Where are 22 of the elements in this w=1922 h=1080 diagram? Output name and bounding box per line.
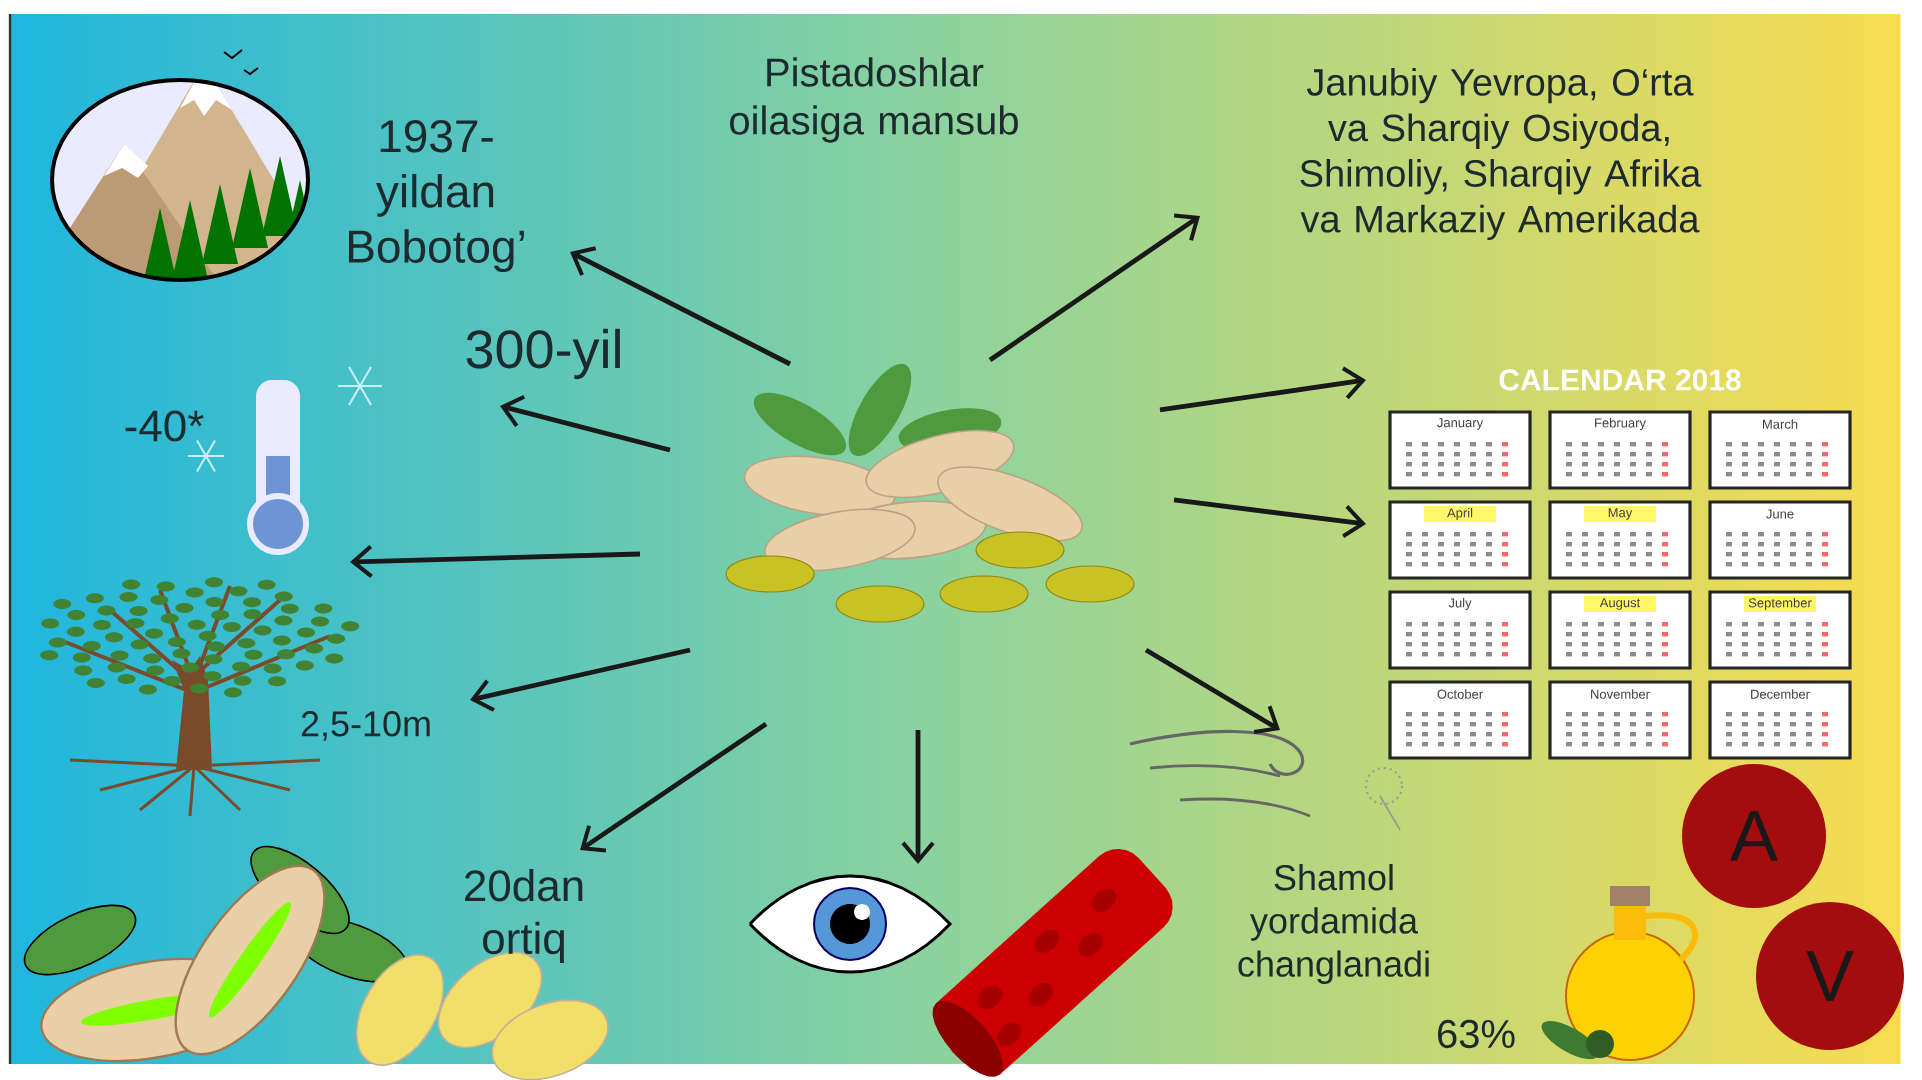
arrow [580, 722, 768, 853]
arrow [350, 544, 641, 578]
fact-text: Shamol yordamida changlanadi [1238, 864, 1429, 984]
heading-text: Pistadoshlar oilasiga mansub [730, 57, 1018, 143]
arrow [988, 213, 1200, 362]
eye-icon [748, 874, 952, 974]
arrow [1159, 366, 1366, 413]
percent-text: 63% [1438, 1019, 1515, 1049]
arrow [1173, 497, 1366, 538]
arrow [1144, 647, 1280, 734]
arrow [470, 647, 691, 712]
fact-text: 2,5-10m [301, 711, 430, 741]
fact-text: -40* [125, 410, 204, 442]
fact-text: Janubiy Yevropa, O‘rta va Sharqiy Osiyoda, Shimoliy, Sharqiy Afrika va Markaziy Amerikada [1300, 67, 1702, 241]
fact-text: 20dan ortiq [465, 869, 583, 963]
arrow [901, 730, 935, 864]
arrow [500, 394, 671, 453]
fact-text: 1937- yildan Bobotog’ [349, 119, 524, 272]
fact-text: 300-yil [466, 328, 620, 380]
pistachio-drawing [725, 363, 1135, 623]
calendar-heading: CALENDAR 2018 [1499, 369, 1741, 391]
arrow [570, 246, 792, 367]
